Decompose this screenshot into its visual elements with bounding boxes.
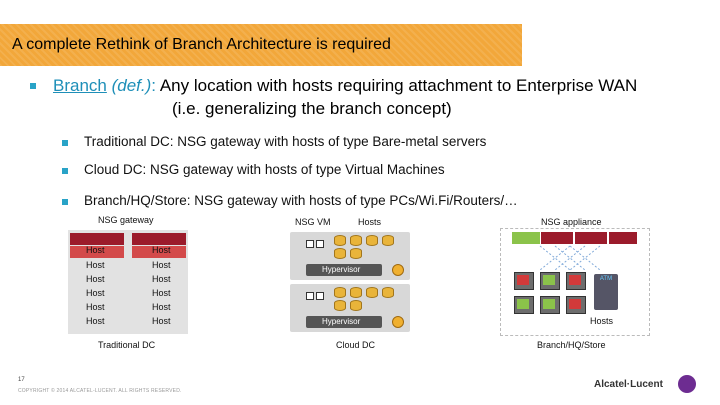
database-icon bbox=[350, 300, 362, 311]
logo-text: Alcatel·Lucent bbox=[594, 379, 663, 390]
hypervisor-bar: Hypervisor bbox=[306, 264, 382, 276]
page-number: 17 bbox=[18, 377, 25, 383]
caption-cloud-dc: Cloud DC bbox=[336, 340, 376, 350]
vm-chip bbox=[306, 292, 314, 300]
main-bullet: Branch (def.): Any location with hosts r… bbox=[53, 76, 637, 96]
database-icon bbox=[366, 235, 378, 246]
def-marker: (def.) bbox=[111, 76, 152, 95]
network-links bbox=[539, 245, 601, 271]
bullet-cloud: Cloud DC: NSG gateway with hosts of type… bbox=[84, 162, 445, 177]
host-label: Host bbox=[152, 316, 171, 326]
label-nsg-vm: NSG VM bbox=[295, 217, 331, 227]
branch-term[interactable]: Branch bbox=[53, 76, 107, 95]
main-bullet-line2: (i.e. generalizing the branch concept) bbox=[172, 99, 452, 118]
traditional-dc-rack: Host Host Host Host Host Host Host Host … bbox=[68, 230, 188, 334]
label-hosts: Hosts bbox=[358, 217, 382, 227]
host-label: Host bbox=[152, 274, 171, 284]
rack-header-right bbox=[132, 233, 186, 245]
host-label: Host bbox=[152, 302, 171, 312]
def-colon: : bbox=[151, 76, 157, 95]
main-bullet-text: Any location with hosts requiring attach… bbox=[156, 76, 638, 95]
vm-chip bbox=[316, 240, 324, 248]
branch-hosts-label: Hosts bbox=[590, 316, 614, 326]
copyright: COPYRIGHT © 2014 ALCATEL-LUCENT. ALL RIG… bbox=[18, 388, 182, 394]
caption-traditional-dc: Traditional DC bbox=[98, 340, 156, 350]
branch-box bbox=[500, 228, 650, 336]
caption-branch: Branch/HQ/Store bbox=[537, 340, 606, 350]
host-label: Host bbox=[86, 288, 105, 298]
database-icon bbox=[334, 287, 346, 298]
bullet-traditional: Traditional DC: NSG gateway with hosts o… bbox=[84, 134, 487, 149]
host-label: Host bbox=[86, 260, 105, 270]
label-nsg-appliance: NSG appliance bbox=[541, 217, 602, 227]
bullet-square-icon bbox=[62, 199, 68, 205]
database-icon bbox=[382, 235, 394, 246]
vm-chip bbox=[316, 292, 324, 300]
host-label: Host bbox=[86, 245, 105, 255]
appliance-port bbox=[541, 232, 573, 244]
host-label: Host bbox=[152, 288, 171, 298]
vm-chip bbox=[306, 240, 314, 248]
pc-icon bbox=[566, 272, 586, 290]
bullet-branch: Branch/HQ/Store: NSG gateway with hosts … bbox=[84, 193, 518, 208]
database-icon bbox=[334, 300, 346, 311]
database-icon bbox=[382, 287, 394, 298]
host-label: Host bbox=[86, 302, 105, 312]
database-icon bbox=[350, 235, 362, 246]
atm-icon: ATM bbox=[594, 274, 618, 310]
rack-row bbox=[70, 246, 124, 258]
gear-icon bbox=[392, 264, 404, 276]
bullet-square-icon bbox=[62, 140, 68, 146]
label-nsg-gateway: NSG gateway bbox=[98, 215, 154, 225]
appliance-port bbox=[609, 232, 637, 244]
bullet-square-icon bbox=[30, 83, 36, 89]
host-label: Host bbox=[152, 245, 171, 255]
database-icon bbox=[334, 235, 346, 246]
pc-icon bbox=[540, 272, 560, 290]
appliance-port bbox=[575, 232, 607, 244]
host-label: Host bbox=[86, 316, 105, 326]
title-banner bbox=[0, 24, 522, 66]
pc-icon bbox=[514, 296, 534, 314]
pc-icon bbox=[514, 272, 534, 290]
appliance-port bbox=[512, 232, 540, 244]
database-icon bbox=[366, 287, 378, 298]
pc-icon bbox=[540, 296, 560, 314]
slide-title: A complete Rethink of Branch Architectur… bbox=[12, 36, 391, 53]
logo-icon bbox=[678, 375, 696, 393]
database-icon bbox=[334, 248, 346, 259]
database-icon bbox=[350, 248, 362, 259]
host-label: Host bbox=[86, 274, 105, 284]
gear-icon bbox=[392, 316, 404, 328]
bullet-square-icon bbox=[62, 168, 68, 174]
database-icon bbox=[350, 287, 362, 298]
host-label: Host bbox=[152, 260, 171, 270]
rack-header-left bbox=[70, 233, 124, 245]
cloud-dc-diagram: Hypervisor Hypervisor bbox=[288, 230, 418, 336]
pc-icon bbox=[566, 296, 586, 314]
rack-row bbox=[132, 246, 186, 258]
hypervisor-bar: Hypervisor bbox=[306, 316, 382, 328]
